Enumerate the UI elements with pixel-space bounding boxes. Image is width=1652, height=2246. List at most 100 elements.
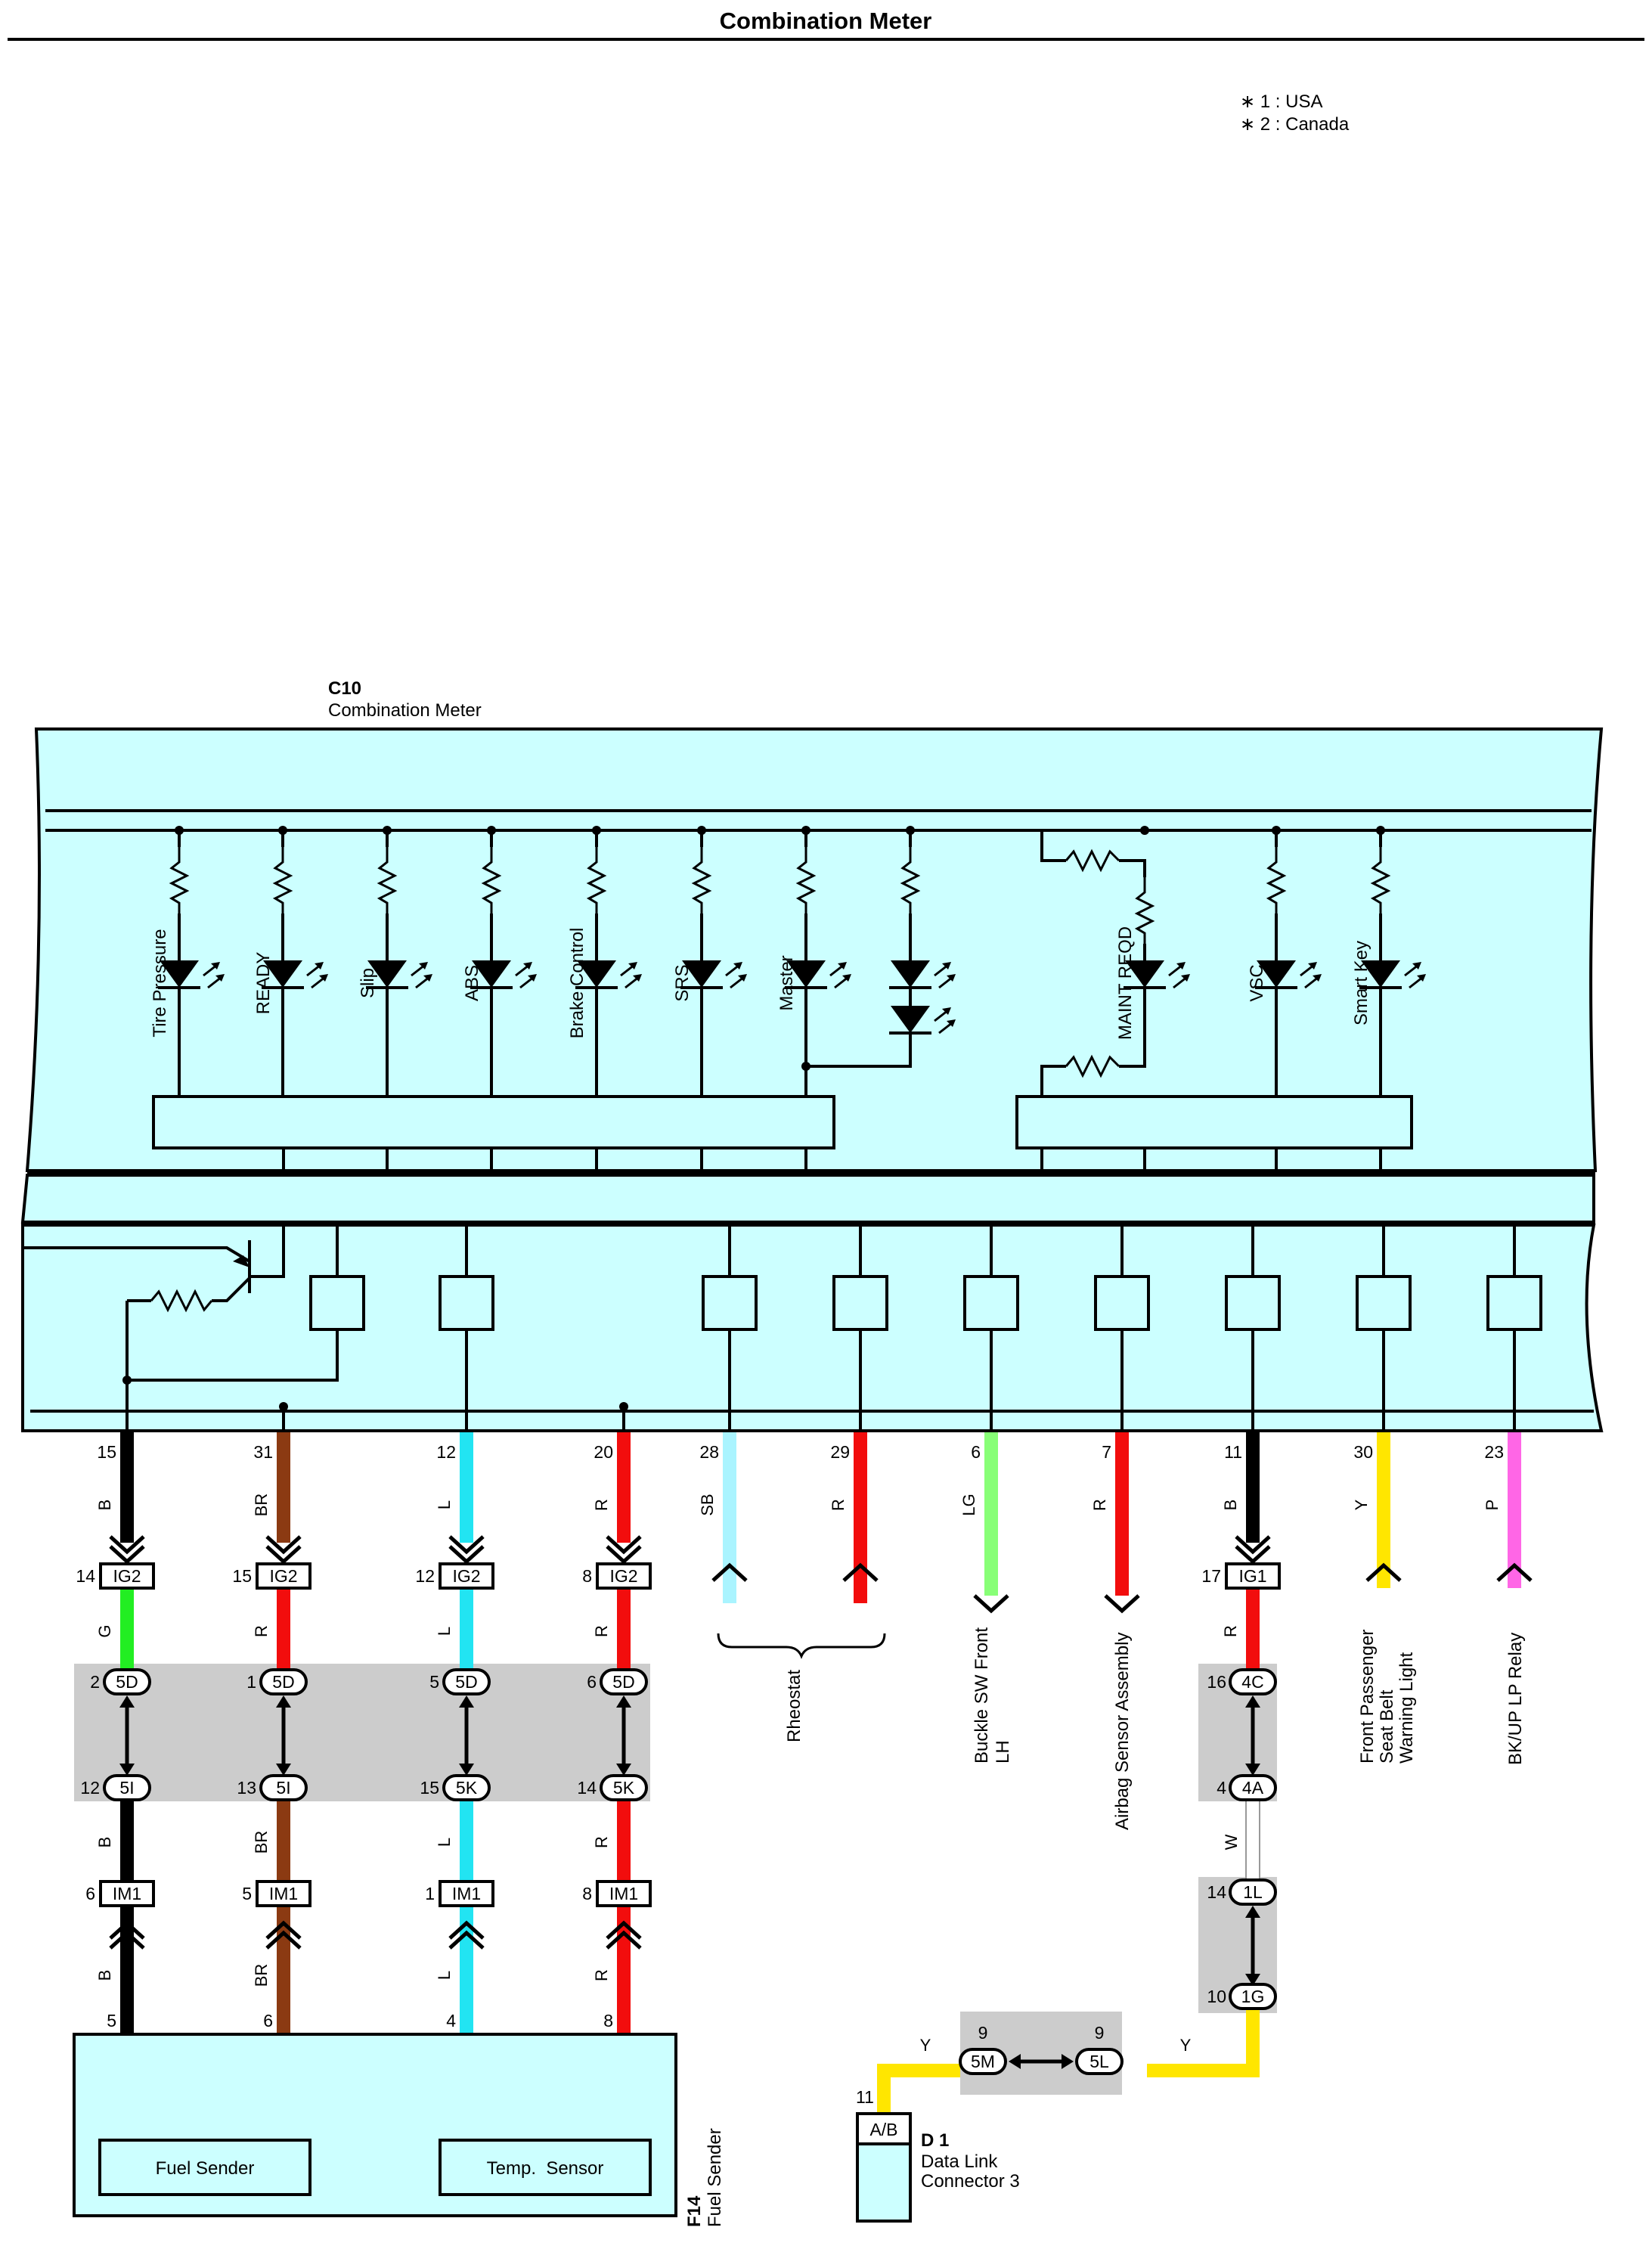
- airbag-head: [1104, 1594, 1140, 1614]
- ig-wire-code-2: L: [435, 1627, 454, 1636]
- sender-top-pin-2: 4: [446, 2011, 456, 2030]
- meter-pin-9: 30: [1353, 1442, 1373, 1462]
- im1-pin-1: 5: [242, 1884, 252, 1903]
- meter-pin-5: 29: [830, 1442, 850, 1462]
- ig-arrow-4-a: [1235, 1535, 1271, 1555]
- j4c-pin: 16: [1207, 1672, 1226, 1692]
- dlc-pin: 11: [856, 2087, 874, 2107]
- j5-bottom-pin-1: 13: [237, 1778, 256, 1798]
- maint-res-1: [1065, 848, 1120, 873]
- j5-wire-code-2: L: [435, 1838, 454, 1847]
- im1-wire-code-0: B: [95, 1970, 114, 1981]
- ig-conn-4-box: [1225, 1562, 1281, 1590]
- indicator-label-6: Master: [776, 955, 797, 1010]
- j1g-pin: 10: [1207, 1987, 1226, 2006]
- indicator-label-5: SRS: [672, 964, 693, 1001]
- meter-pin-8: 11: [1224, 1442, 1242, 1462]
- j4a-label: 4A: [1242, 1778, 1264, 1798]
- ig-arrow-1-b: [265, 1545, 302, 1565]
- im1-conn-1-label: IM1: [269, 1884, 298, 1903]
- ig-conn-0-box: [99, 1562, 155, 1590]
- sender-top-pin-3: 8: [603, 2011, 613, 2030]
- j1l-pin: 14: [1207, 1882, 1226, 1902]
- meter-output-blocks: [122, 1225, 1542, 1431]
- ig-conn-0-label: IG2: [113, 1566, 141, 1586]
- im1-wire-code-1: BR: [252, 1964, 271, 1987]
- j5-top-pin-2: 5: [429, 1672, 439, 1692]
- fuel-sender-id: F14: [684, 2195, 705, 2227]
- ig-conn-2-label: IG2: [452, 1566, 480, 1586]
- output-block-6: [963, 1275, 1019, 1331]
- output-block-10: [1486, 1275, 1542, 1331]
- im1-arrow-1-b: [265, 1920, 302, 1940]
- j5-top-pin-3: 6: [587, 1672, 597, 1692]
- ig-conn-4-label: IG1: [1238, 1566, 1266, 1586]
- meter-pin-6: 6: [971, 1442, 981, 1462]
- ig-wire-code-1: R: [252, 1625, 271, 1637]
- output-block-4: [702, 1275, 758, 1331]
- indicator-label-0: Tire Pressure: [150, 929, 170, 1037]
- dlc-wire-right-code: Y: [1180, 2036, 1192, 2055]
- j5-wire-code-3: R: [592, 1836, 611, 1848]
- fuel-sender-name: Fuel Sender: [705, 2128, 725, 2227]
- maint-lead-a: [1040, 830, 1066, 862]
- meter-wire-code-4: SB: [698, 1494, 717, 1515]
- sender-top-pin-1: 6: [263, 2011, 273, 2030]
- meter-name: Combination Meter: [328, 700, 482, 721]
- j5l-pin: 9: [1095, 2023, 1105, 2043]
- ig-arrow-3-b: [606, 1545, 642, 1565]
- meter-pin-7: 7: [1102, 1442, 1111, 1462]
- im1-arrow-3-b: [606, 1920, 642, 1940]
- maint-lead-d: [1119, 988, 1146, 1068]
- j1l-label: 1L: [1243, 1882, 1263, 1902]
- ig-wire-code-3: R: [592, 1625, 611, 1637]
- j5-arrow-1-up: [276, 1695, 291, 1708]
- indicator-label-8: MAINT REQD: [1115, 926, 1136, 1040]
- im1-arrow-1-a: [265, 1930, 302, 1950]
- j4a-oval: [1229, 1774, 1277, 1801]
- indicator-label-3: ABS: [462, 965, 482, 1001]
- ig-arrow-0-a: [109, 1535, 145, 1555]
- airbag-label: Airbag Sensor Assembly: [1112, 1633, 1133, 1830]
- indicator-label-1: READY: [253, 952, 274, 1015]
- ig-conn-1-box: [256, 1562, 311, 1590]
- fuel-sender-label: Fuel Sender: [156, 2158, 255, 2179]
- meter-wire-code-7: R: [1090, 1499, 1109, 1511]
- bkup-head: [1496, 1562, 1533, 1582]
- output-block-7: [1094, 1275, 1150, 1331]
- meter-id: C10: [328, 678, 361, 699]
- j5-top-pin-0: 2: [90, 1672, 100, 1692]
- im1-wire-code-3: R: [592, 1969, 611, 1981]
- j5-top-0-label: 5D: [116, 1672, 138, 1692]
- im1-arrow-3-a: [606, 1930, 642, 1950]
- junction-5-shade: [74, 1664, 650, 1801]
- ig-pin-1: 15: [232, 1566, 252, 1586]
- ig-pin-4: 17: [1201, 1566, 1221, 1586]
- meter-wire-code-8: B: [1221, 1500, 1240, 1511]
- meter-wire-code-5: R: [829, 1499, 848, 1511]
- ig-arrow-0-b: [109, 1545, 145, 1565]
- seatbelt-label-3: Warning Light: [1396, 1652, 1417, 1764]
- meter-band: [20, 1174, 1595, 1224]
- j5-arrow-3-down: [616, 1764, 631, 1776]
- j5-top-pin-1: 1: [246, 1672, 256, 1692]
- j5-bottom-pin-0: 12: [80, 1778, 100, 1798]
- ig-pin-0: 14: [76, 1566, 95, 1586]
- j5-bottom-1-label: 5I: [276, 1778, 290, 1798]
- j5m-label: 5M: [971, 2052, 995, 2071]
- im1-wire-code-2: L: [435, 1971, 454, 1980]
- im1-arrow-2-a: [448, 1930, 485, 1950]
- seatbelt-label-1: Front Passenger: [1357, 1630, 1378, 1764]
- dlc-wire-left-code: Y: [920, 2036, 931, 2055]
- j1-arrow-down: [1245, 1974, 1260, 1986]
- buckle-label-1: Buckle SW Front: [972, 1627, 992, 1764]
- led-7b-tail: [806, 1033, 912, 1068]
- j5m-oval: [959, 2048, 1007, 2075]
- meter-lower-panel: [21, 1224, 1604, 1432]
- meter-pin-2: 12: [436, 1442, 456, 1462]
- output-block-9: [1356, 1275, 1412, 1331]
- rheostat-r-head: [842, 1562, 879, 1582]
- im1-conn-3-label: IM1: [609, 1884, 638, 1903]
- temp-sensor-label: Temp. Sensor: [487, 2158, 604, 2179]
